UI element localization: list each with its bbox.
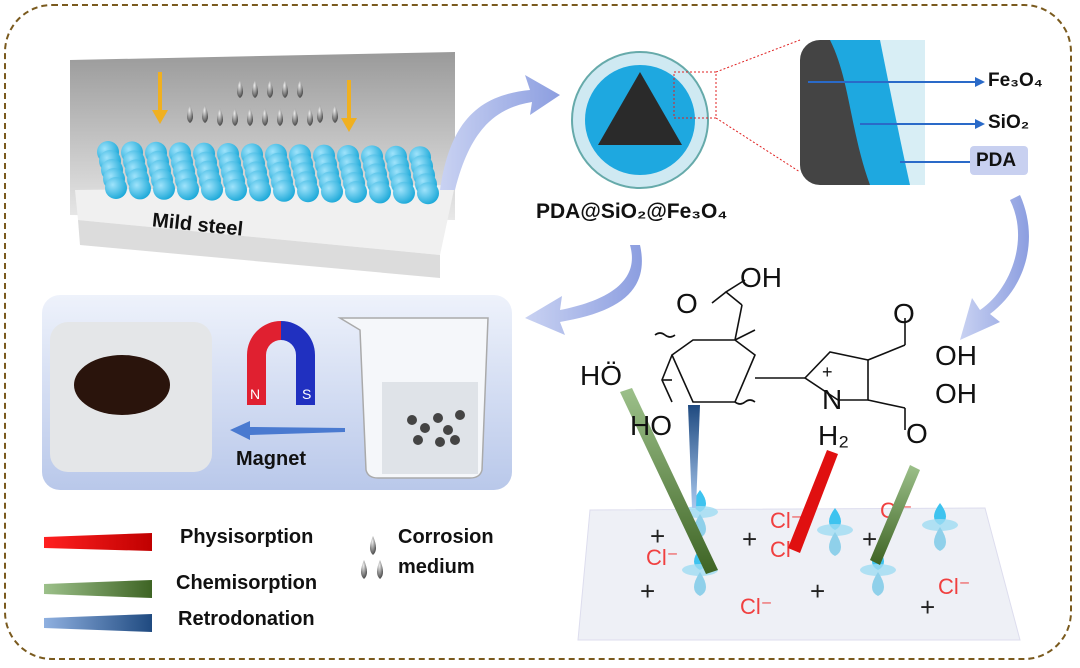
cation-label: +	[920, 592, 935, 622]
orbital-lobe	[829, 532, 841, 556]
coated-steel-box	[70, 52, 455, 278]
water-drop	[247, 108, 253, 126]
orbital-ring	[922, 519, 958, 531]
chemisorption-legend-label: Chemisorption	[176, 572, 318, 594]
water-drop	[277, 108, 283, 126]
physisorption-legend-swatch	[44, 533, 152, 551]
cation-label: +	[862, 524, 877, 554]
curved-arrow-icon	[960, 195, 1029, 340]
physisorption-bond	[788, 450, 838, 553]
down-arrow-icon	[341, 80, 357, 132]
coating-particles	[97, 141, 439, 205]
coating-particle	[393, 181, 415, 204]
down-arrow-icon	[152, 72, 168, 124]
dashed-frame	[4, 4, 1072, 660]
retrodonation-bond	[688, 405, 700, 508]
chemisorption-legend-swatch	[44, 580, 152, 598]
physisorption-legend-label: Physisorption	[180, 526, 314, 548]
cation-label: +	[650, 521, 665, 551]
magnet-south-label: S	[302, 386, 312, 402]
chemisorption-bond	[620, 388, 718, 574]
water-drop	[332, 105, 338, 123]
left-arrow-icon	[230, 421, 345, 440]
corrosion-legend-label-1: Corrosion	[398, 526, 494, 548]
pda-layer-label: PDA	[976, 150, 1017, 171]
cation-label: +	[810, 576, 825, 606]
coating-particle	[153, 177, 175, 200]
coating-particle	[201, 178, 223, 201]
curved-arrow-icon	[440, 75, 560, 190]
chloride-ion-label: Cl⁻	[740, 594, 772, 619]
coating-particle	[417, 182, 439, 205]
coating-particle	[321, 180, 343, 203]
retrodonation-legend-label: Retrodonation	[178, 608, 315, 630]
coating-particle	[105, 177, 127, 199]
nanoparticle-name-label: PDA@SiO₂@Fe₃O₄	[536, 200, 728, 223]
metal-surface	[577, 507, 1021, 641]
coating-particle	[297, 180, 319, 203]
cation-label: +	[640, 576, 655, 606]
water-drop	[187, 105, 193, 123]
coating-particle	[129, 177, 151, 200]
atom-oh-right-2: OH	[935, 378, 977, 409]
water-drop	[202, 105, 208, 123]
atom-oh-top: OH	[740, 262, 782, 293]
atom-plus-charge: +	[822, 362, 833, 382]
water-drop	[307, 108, 313, 126]
water-drop	[317, 105, 323, 123]
orbital-lobe	[934, 527, 946, 551]
retrodonation-legend-swatch	[44, 614, 152, 632]
orbital-ring	[860, 564, 896, 576]
sio2-layer-label: SiO₂	[988, 112, 1030, 133]
orbital-lobe	[694, 572, 706, 596]
nanoparticle-zoom-image	[800, 40, 1028, 185]
atom-h2: H₂	[818, 420, 850, 451]
chloride-ion-label: Cl⁻	[938, 574, 970, 599]
corrosion-drops	[187, 80, 338, 126]
water-drop	[282, 80, 288, 98]
atom-o-right-2: O	[906, 418, 928, 449]
atom-oh-right-1: OH	[935, 340, 977, 371]
coating-particle	[225, 179, 247, 201]
water-drop	[217, 108, 223, 126]
water-drop	[262, 108, 268, 126]
water-drop	[297, 80, 303, 98]
chloride-ion-label: Cl⁻	[646, 545, 678, 570]
horseshoe-magnet-icon	[247, 321, 315, 405]
coating-particle	[345, 181, 367, 203]
fe3o4-layer-label: Fe₃O₄	[988, 70, 1043, 91]
beaker-icon	[337, 317, 489, 479]
atom-o-right-1: O	[893, 298, 915, 329]
coating-particle	[249, 179, 271, 202]
coating-particle	[177, 178, 199, 201]
water-drop	[252, 80, 258, 98]
orbital-lobe	[872, 572, 884, 596]
water-drop	[237, 80, 243, 98]
cation-label: +	[742, 524, 757, 554]
atom-n: N	[822, 384, 843, 415]
coating-particle	[369, 181, 391, 204]
curved-arrow-icon	[525, 245, 642, 335]
corrosion-legend-label-2: medium	[398, 556, 475, 578]
corrosion-drop-icon	[361, 536, 383, 579]
water-drop	[292, 108, 298, 126]
pda-molecule-structure	[654, 279, 906, 430]
chemisorption-bond	[870, 465, 920, 565]
coating-particle	[273, 179, 295, 202]
atom-ho-left: HÖ	[580, 360, 622, 391]
magnet-label: Magnet	[236, 448, 306, 470]
atom-o-top: O	[676, 288, 698, 319]
orbital-ring	[817, 524, 853, 536]
magnet-panel	[42, 295, 512, 490]
water-drop	[232, 108, 238, 126]
atom-ho-bottom: HO	[630, 410, 672, 441]
surface-ions: Cl⁻Cl⁻Cl⁻Cl⁻Cl⁻Cl⁻++++++	[640, 498, 970, 622]
magnet-north-label: N	[250, 386, 261, 402]
water-drop	[267, 80, 273, 98]
nanoparticle-image	[571, 39, 801, 189]
